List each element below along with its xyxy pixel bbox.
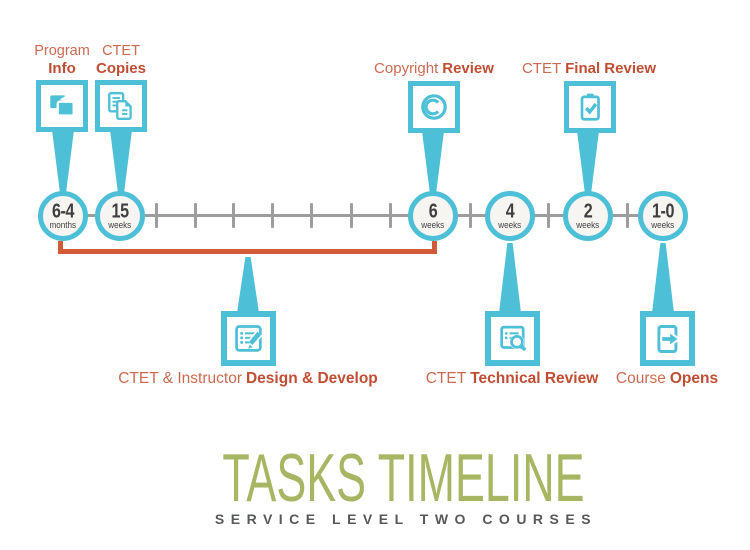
label-ctet-technical-review: CTET Technical Review xyxy=(362,370,662,388)
pointer-wedge-course-opens xyxy=(652,243,674,313)
time-unit: weeks xyxy=(651,219,675,230)
timeline-axis xyxy=(63,214,663,217)
design-develop-icon-box xyxy=(221,311,276,366)
design-develop-span-bracket xyxy=(58,241,437,254)
page-subtitle: SERVICE LEVEL TWO COURSES xyxy=(214,511,598,527)
time-unit: weeks xyxy=(421,219,445,230)
copyright-icon xyxy=(421,94,447,120)
label-ctet-technical-review-regular: CTET xyxy=(425,370,467,387)
time-unit: weeks xyxy=(576,219,600,230)
label-course-opens: Course Opens xyxy=(567,370,750,388)
pointer-wedge-copyright-review xyxy=(422,131,444,197)
time-value: 15 xyxy=(111,199,129,223)
copy-documents-icon xyxy=(108,92,132,120)
clipboard-check-icon xyxy=(580,93,600,121)
milestone-circle-ctet-technical-review: 4 weeks xyxy=(485,191,535,241)
time-value: 2 xyxy=(583,199,593,223)
pointer-wedge-ctet-final-review xyxy=(577,131,599,197)
milestone-circle-program-info: 6-4 months xyxy=(38,191,88,241)
timeline-tick xyxy=(389,203,392,228)
timeline-tick xyxy=(232,203,235,228)
label-course-opens-regular: Course xyxy=(615,370,666,387)
program-info-icon-box xyxy=(36,80,88,132)
ctet-final-review-icon-box xyxy=(564,81,616,133)
notepad-pencil-icon xyxy=(234,324,262,352)
page-title: TASKS TIMELINE xyxy=(78,439,728,516)
label-copyright-review-regular: Copyright xyxy=(374,60,439,77)
copyright-review-icon-box xyxy=(408,81,460,133)
time-unit: weeks xyxy=(108,219,132,230)
label-ctet-final-review-bold: Final Review xyxy=(565,60,657,77)
time-value: 6 xyxy=(428,199,438,223)
label-program-info-bold: Info xyxy=(48,60,76,77)
label-program-info: Program Info xyxy=(12,43,112,77)
milestone-circle-ctet-final-review: 2 weeks xyxy=(563,191,613,241)
milestone-circle-course-opens: 1-0 weeks xyxy=(638,191,688,241)
timeline-tick xyxy=(469,203,472,228)
label-design-develop-regular: CTET & Instructor xyxy=(118,370,242,387)
label-program-info-regular: Program xyxy=(34,43,90,59)
ctet-technical-review-icon-box xyxy=(485,311,540,366)
time-value: 6-4 xyxy=(51,199,75,223)
timeline-tick xyxy=(626,203,629,228)
label-design-develop: CTET & Instructor Design & Develop xyxy=(98,370,398,388)
label-design-develop-bold: Design & Develop xyxy=(245,370,378,387)
label-ctet-copies: CTET Copies xyxy=(71,43,171,77)
time-unit: months xyxy=(49,219,77,230)
label-ctet-copies-regular: CTET xyxy=(102,43,140,59)
title-block: TASKS TIMELINE xyxy=(78,439,728,516)
ctet-copies-icon-box xyxy=(95,80,147,132)
time-value: 1-0 xyxy=(651,199,675,223)
milestone-circle-ctet-copies: 15 weeks xyxy=(95,191,145,241)
label-copyright-review: Copyright Review xyxy=(334,60,534,77)
timeline-tick xyxy=(271,203,274,228)
exit-door-icon xyxy=(656,324,681,353)
timeline-tick xyxy=(194,203,197,228)
pointer-wedge-program-info xyxy=(52,130,74,196)
pointer-wedge-ctet-copies xyxy=(110,130,132,196)
timeline-tick xyxy=(310,203,313,228)
label-copyright-review-bold: Review xyxy=(442,60,494,77)
time-unit: weeks xyxy=(498,219,522,230)
timeline-tick xyxy=(155,203,158,228)
pointer-wedge-ctet-technical-review xyxy=(499,243,521,313)
page-title-text: TASKS TIMELINE xyxy=(221,439,585,516)
document-magnifier-icon xyxy=(499,325,526,351)
course-opens-icon-box xyxy=(640,311,695,366)
pointer-wedge-design-develop xyxy=(237,257,259,313)
label-ctet-final-review-regular: CTET xyxy=(521,60,562,77)
timeline-tick xyxy=(547,203,550,228)
timeline-tick xyxy=(350,203,353,228)
label-ctet-final-review: CTET Final Review xyxy=(489,60,689,77)
milestone-circle-copyright-review: 6 weeks xyxy=(408,191,458,241)
label-course-opens-bold: Opens xyxy=(669,370,719,387)
label-ctet-copies-bold: Copies xyxy=(95,60,146,77)
time-value: 4 xyxy=(505,199,515,223)
flags-icon xyxy=(50,95,75,117)
label-ctet-technical-review-bold: Technical Review xyxy=(470,370,599,387)
